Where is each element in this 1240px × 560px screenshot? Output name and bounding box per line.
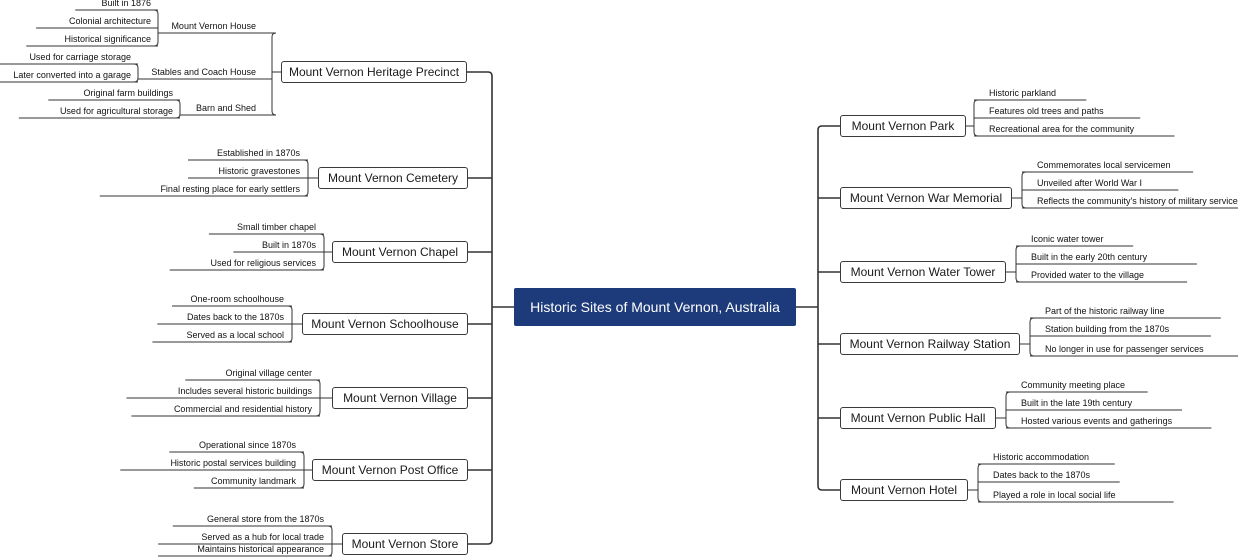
group-2-label[interactable]: Barn and Shed bbox=[195, 103, 256, 113]
mount-vernon-chapel-bracket bbox=[310, 233, 325, 239]
group-2-leaf-1[interactable]: Used for agricultural storage bbox=[59, 106, 173, 116]
mount-vernon-hotel-leaf-0[interactable]: Historic accommodation bbox=[993, 452, 1090, 462]
mount-vernon-railway-station-leaf-1[interactable]: Station building from the 1870s bbox=[1045, 324, 1170, 334]
right-trunk bbox=[817, 485, 840, 491]
mount-vernon-village-leaf-1[interactable]: Includes several historic buildings bbox=[177, 386, 312, 396]
mount-vernon-store-leaf-0[interactable]: General store from the 1870s bbox=[206, 514, 324, 524]
mount-vernon-railway-station-bracket bbox=[1029, 351, 1044, 357]
mount-vernon-village-leaf-0[interactable]: Original village center bbox=[225, 368, 312, 378]
mount-vernon-railway-station-leaf-2[interactable]: No longer in use for passenger services bbox=[1045, 344, 1204, 354]
mount-vernon-hotel-bracket bbox=[977, 463, 992, 469]
mount-vernon-park-bracket bbox=[973, 131, 988, 137]
heritage-precinct-bracket bbox=[256, 32, 277, 38]
mount-vernon-hotel-leaf-1[interactable]: Dates back to the 1870s bbox=[993, 470, 1091, 480]
group-1-leaf-0[interactable]: Used for carriage storage bbox=[29, 52, 131, 62]
branch-mount-vernon-post-office[interactable]: Mount Vernon Post Office bbox=[312, 459, 468, 481]
mount-vernon-water-tower-leaf-1[interactable]: Built in the early 20th century bbox=[1031, 252, 1148, 262]
mount-vernon-hotel-leaf-2[interactable]: Played a role in local social life bbox=[993, 490, 1116, 500]
group-0-leaf-2[interactable]: Historical significance bbox=[64, 34, 151, 44]
branch-mount-vernon-park[interactable]: Mount Vernon Park bbox=[840, 115, 966, 137]
mount-vernon-schoolhouse-bracket bbox=[278, 305, 293, 311]
mount-vernon-water-tower-leaf-2[interactable]: Provided water to the village bbox=[1031, 270, 1145, 280]
mount-vernon-village-leaf-2[interactable]: Commercial and residential history bbox=[173, 404, 312, 414]
branch-mount-vernon-public-hall[interactable]: Mount Vernon Public Hall bbox=[840, 407, 996, 429]
group-1-bracket bbox=[122, 63, 139, 69]
branch-mount-vernon-cemetery[interactable]: Mount Vernon Cemetery bbox=[318, 167, 468, 189]
branch-mount-vernon-schoolhouse[interactable]: Mount Vernon Schoolhouse bbox=[302, 313, 468, 335]
group-0-leaf-0[interactable]: Built in 1876 bbox=[101, 0, 151, 8]
left-trunk bbox=[467, 539, 493, 545]
branch-mount-vernon-war-memorial[interactable]: Mount Vernon War Memorial bbox=[840, 187, 1012, 209]
branch-heritage-precinct[interactable]: Mount Vernon Heritage Precinct bbox=[281, 61, 467, 83]
mount-vernon-water-tower-leaf-0[interactable]: Iconic water tower bbox=[1031, 234, 1104, 244]
group-0-leaf-1[interactable]: Colonial architecture bbox=[68, 16, 151, 26]
mount-vernon-store-bracket bbox=[318, 525, 333, 531]
mount-vernon-cemetery-leaf-0[interactable]: Established in 1870s bbox=[216, 148, 300, 158]
heritage-precinct-bracket bbox=[256, 110, 277, 116]
mount-vernon-war-memorial-leaf-0[interactable]: Commemorates local servicemen bbox=[1037, 160, 1171, 170]
branch-mount-vernon-village[interactable]: Mount Vernon Village bbox=[332, 387, 468, 409]
mount-vernon-public-hall-bracket bbox=[1005, 391, 1020, 397]
group-2-leaf-0[interactable]: Original farm buildings bbox=[83, 88, 173, 98]
group-0-label[interactable]: Mount Vernon House bbox=[171, 21, 256, 31]
mount-vernon-park-leaf-0[interactable]: Historic parkland bbox=[989, 88, 1057, 98]
mount-vernon-chapel-leaf-1[interactable]: Built in 1870s bbox=[261, 240, 316, 250]
branch-mount-vernon-store[interactable]: Mount Vernon Store bbox=[342, 533, 468, 555]
mount-vernon-post-office-bracket bbox=[290, 451, 305, 457]
mount-vernon-hotel-bracket bbox=[977, 497, 992, 503]
mount-vernon-store-leaf-2[interactable]: Maintains historical appearance bbox=[197, 544, 324, 554]
mount-vernon-railway-station-bracket bbox=[1029, 317, 1044, 323]
group-1-label[interactable]: Stables and Coach House bbox=[151, 67, 256, 77]
group-2-bracket bbox=[164, 99, 181, 105]
mount-vernon-water-tower-bracket bbox=[1015, 245, 1030, 251]
branch-mount-vernon-hotel[interactable]: Mount Vernon Hotel bbox=[840, 479, 968, 501]
mount-vernon-post-office-leaf-0[interactable]: Operational since 1870s bbox=[198, 440, 296, 450]
left-trunk bbox=[467, 71, 493, 77]
mount-vernon-public-hall-leaf-1[interactable]: Built in the late 19th century bbox=[1021, 398, 1133, 408]
mount-vernon-chapel-leaf-0[interactable]: Small timber chapel bbox=[236, 222, 316, 232]
mount-vernon-public-hall-leaf-2[interactable]: Hosted various events and gatherings bbox=[1021, 416, 1173, 426]
mount-vernon-schoolhouse-leaf-0[interactable]: One-room schoolhouse bbox=[190, 294, 284, 304]
mount-vernon-public-hall-bracket bbox=[1005, 423, 1020, 429]
mount-vernon-schoolhouse-leaf-2[interactable]: Served as a local school bbox=[186, 330, 284, 340]
right-trunk bbox=[817, 125, 840, 131]
group-0-bracket bbox=[142, 9, 159, 15]
mount-vernon-cemetery-bracket bbox=[294, 159, 309, 165]
mount-vernon-cemetery-leaf-1[interactable]: Historic gravestones bbox=[218, 166, 300, 176]
mount-vernon-park-bracket bbox=[973, 99, 988, 105]
mount-vernon-railway-station-leaf-0[interactable]: Part of the historic railway line bbox=[1045, 306, 1165, 316]
central-topic[interactable]: Historic Sites of Mount Vernon, Australi… bbox=[514, 288, 796, 326]
group-1-leaf-1[interactable]: Later converted into a garage bbox=[13, 70, 131, 80]
mount-vernon-public-hall-leaf-0[interactable]: Community meeting place bbox=[1021, 380, 1126, 390]
mount-vernon-post-office-leaf-2[interactable]: Community landmark bbox=[210, 476, 296, 486]
mount-vernon-war-memorial-leaf-2[interactable]: Reflects the community's history of mili… bbox=[1037, 196, 1238, 206]
branch-mount-vernon-chapel[interactable]: Mount Vernon Chapel bbox=[332, 241, 468, 263]
mount-vernon-village-bracket bbox=[306, 379, 321, 385]
mount-vernon-war-memorial-bracket bbox=[1021, 171, 1036, 177]
mount-vernon-war-memorial-leaf-1[interactable]: Unveiled after World War I bbox=[1037, 178, 1143, 188]
mount-vernon-cemetery-leaf-2[interactable]: Final resting place for early settlers bbox=[160, 184, 300, 194]
mount-vernon-chapel-leaf-2[interactable]: Used for religious services bbox=[210, 258, 316, 268]
mount-vernon-post-office-leaf-1[interactable]: Historic postal services building bbox=[170, 458, 296, 468]
mount-vernon-war-memorial-bracket bbox=[1021, 203, 1036, 209]
mount-vernon-schoolhouse-leaf-1[interactable]: Dates back to the 1870s bbox=[186, 312, 284, 322]
branch-mount-vernon-railway-station[interactable]: Mount Vernon Railway Station bbox=[840, 333, 1020, 355]
mount-vernon-water-tower-bracket bbox=[1015, 277, 1030, 283]
mount-vernon-park-leaf-1[interactable]: Features old trees and paths bbox=[989, 106, 1104, 116]
mount-vernon-park-leaf-2[interactable]: Recreational area for the community bbox=[989, 124, 1135, 134]
branch-mount-vernon-water-tower[interactable]: Mount Vernon Water Tower bbox=[840, 261, 1006, 283]
mount-vernon-store-leaf-1[interactable]: Served as a hub for local trade bbox=[201, 532, 324, 542]
